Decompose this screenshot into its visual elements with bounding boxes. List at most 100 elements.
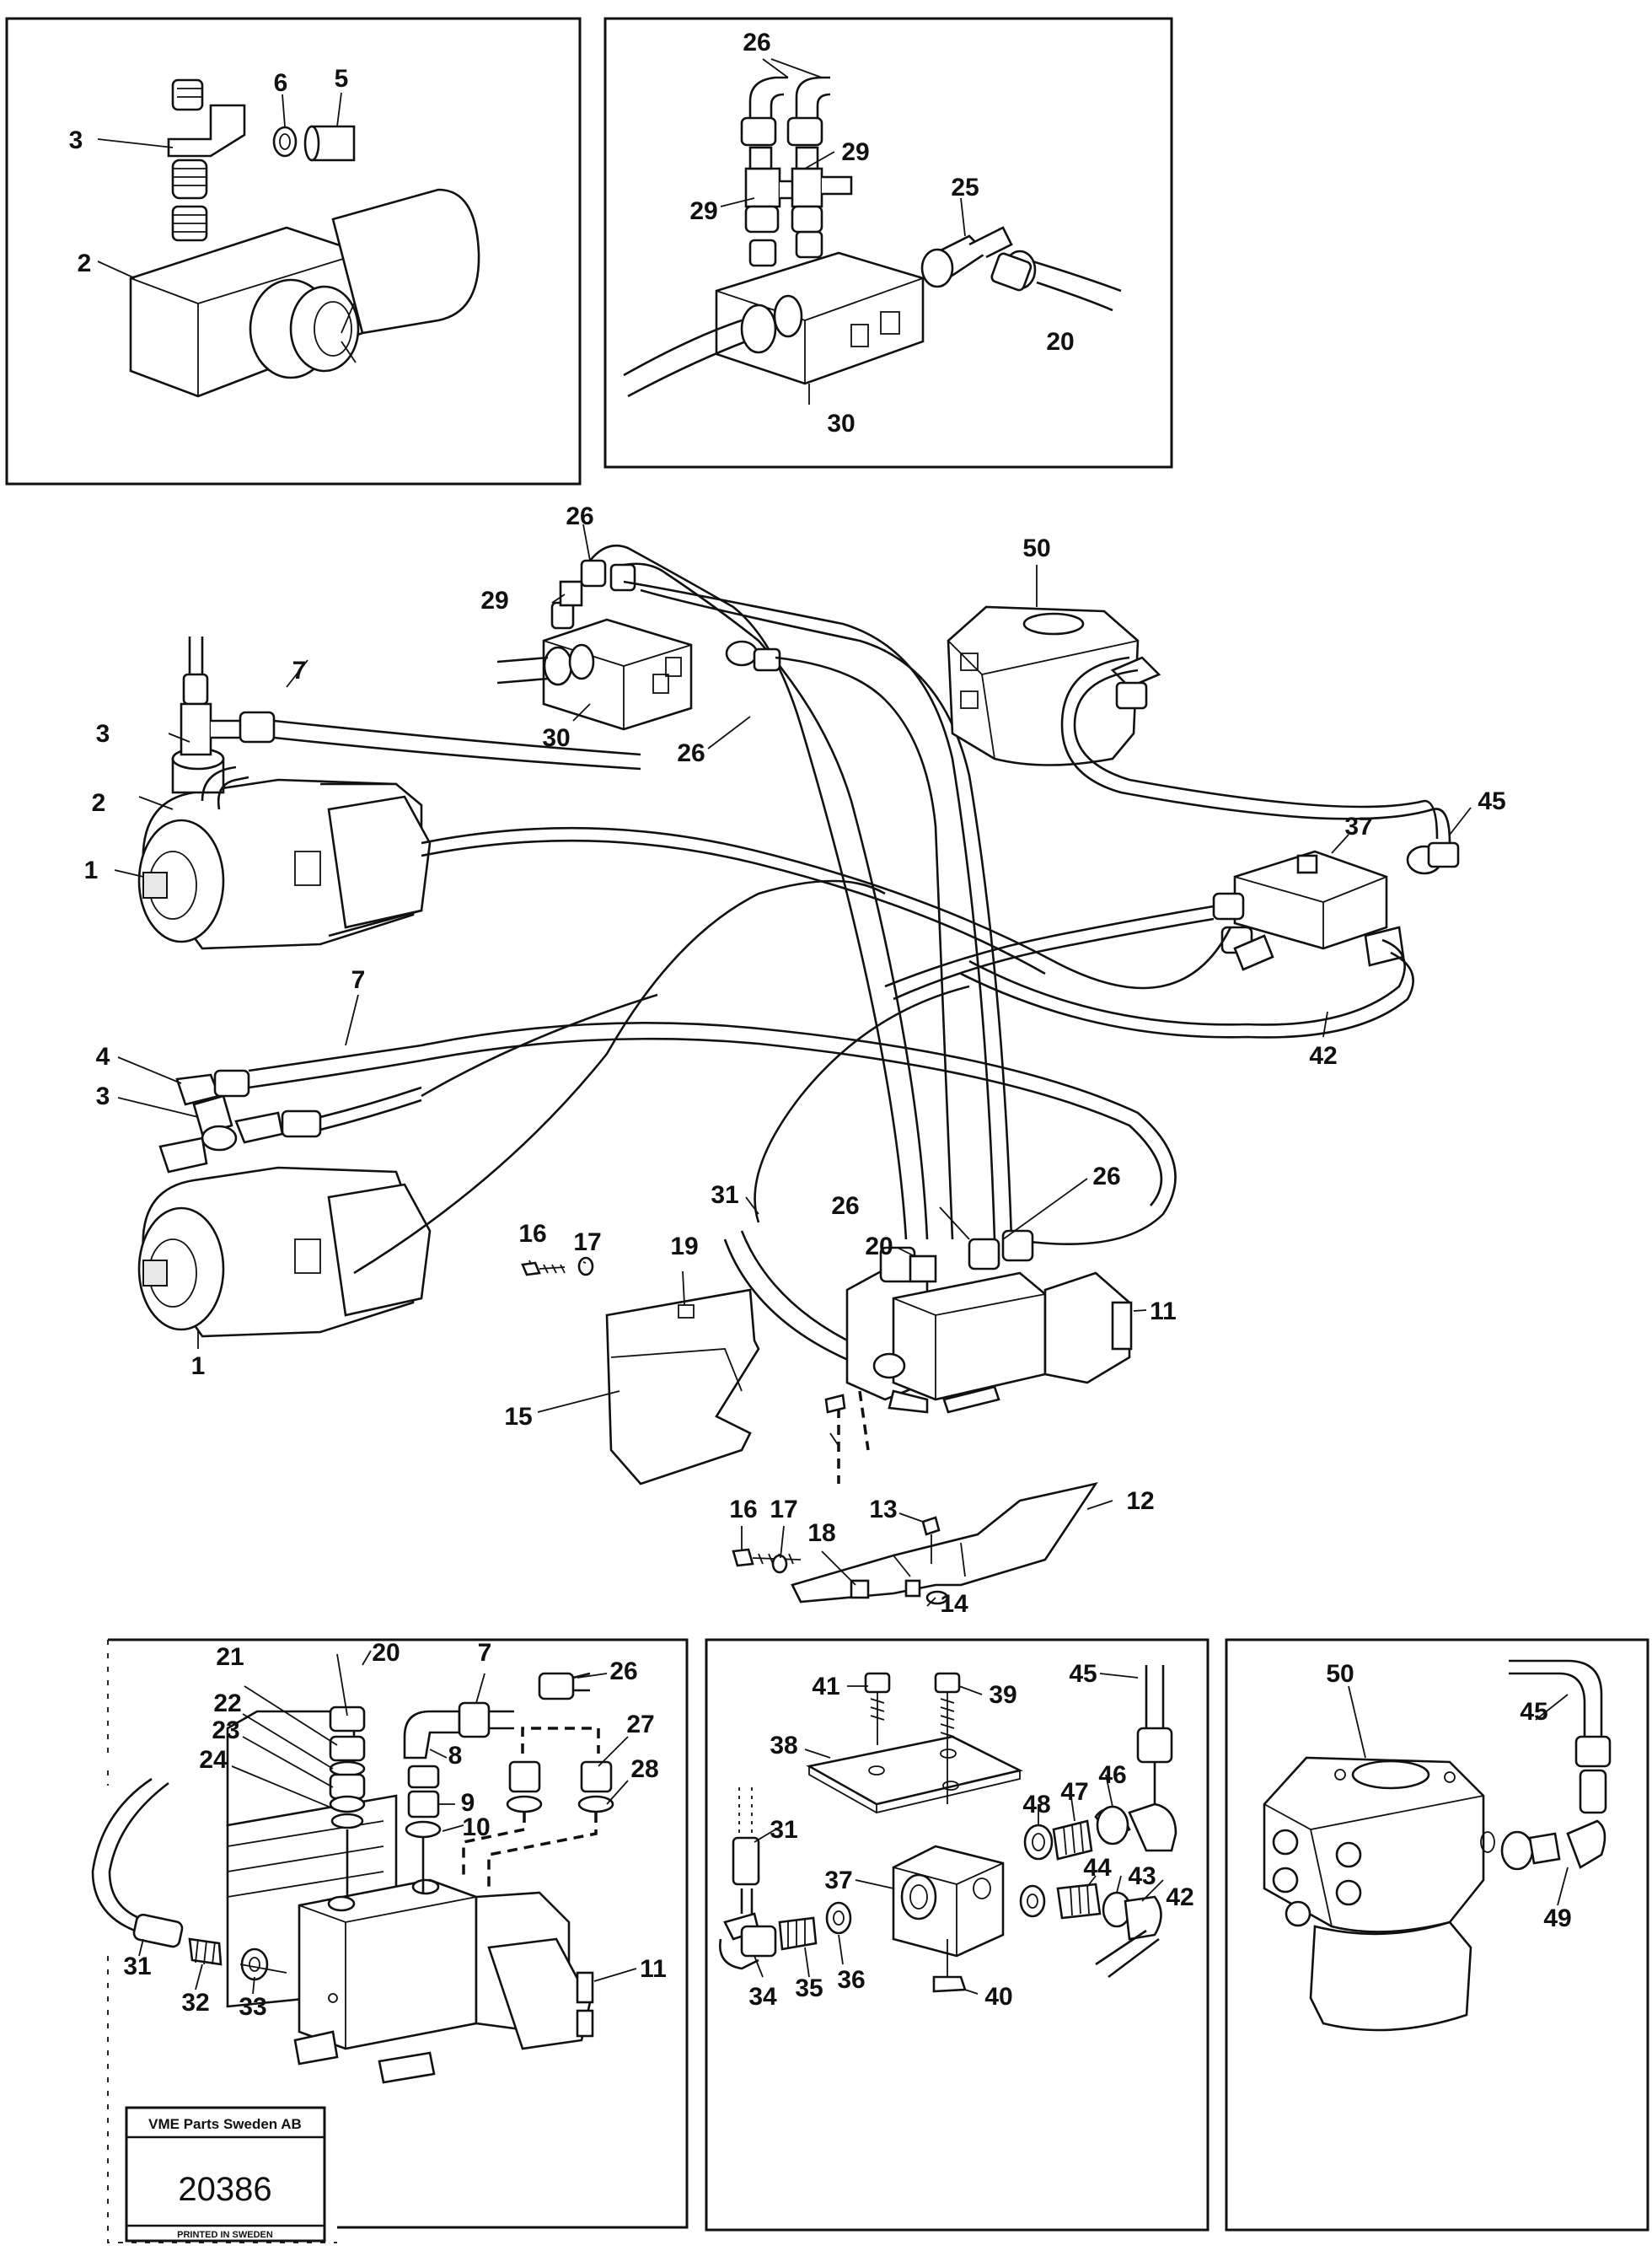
label-26-bl: 26 [609,1657,637,1685]
tee-lower-and-hose [158,1044,422,1174]
label-47: 47 [1060,1778,1088,1806]
label-33: 33 [239,1993,266,2021]
label-49: 49 [1543,1904,1571,1932]
label-48: 48 [1022,1791,1050,1818]
label-26-main-mid: 26 [677,739,705,767]
long-hoses [353,826,1232,1376]
detail-frame-top-left [5,17,582,486]
label-50-br: 50 [1326,1660,1354,1688]
label-1-upper: 1 [84,857,99,884]
bracket-12 [732,1482,1098,1605]
title-block: VME Parts Sweden AB 20386 PRINTED IN SWE… [125,2106,326,2243]
label-30-main: 30 [542,724,570,752]
label-23: 23 [212,1716,239,1744]
label-7-lower: 7 [351,966,366,994]
label-42-main: 42 [1309,1042,1337,1070]
steering-unit-50-main [947,605,1451,844]
label-22: 22 [213,1690,241,1717]
label-30-topright: 30 [827,410,855,438]
label-20-main: 20 [865,1233,893,1260]
leader-lines-bottom-middle [754,1673,1164,1995]
label-13: 13 [869,1496,897,1523]
label-45-main: 45 [1478,787,1505,815]
label-29-b: 29 [689,197,717,225]
detail-steering-unit-50 [1263,1659,1612,2032]
label-38: 38 [770,1732,797,1759]
label-29-a: 29 [841,138,869,166]
detail-control-valve-11 [91,1672,614,2084]
leader-lines-top-right [720,58,966,405]
label-45-br: 45 [1520,1698,1547,1726]
leader-lines-bottom-left [138,1650,637,1995]
label-29-main: 29 [480,587,508,615]
detail-valve-block-1 [129,78,480,398]
detail-frame-bottom-middle [705,1638,1210,2232]
drawing-number: 20386 [178,2171,271,2208]
valve-block-30-main [496,544,1013,1240]
label-36: 36 [837,1966,865,1994]
leader-lines-top-left [97,92,342,279]
label-11-bl: 11 [640,1955,667,1983]
label-40: 40 [984,1983,1012,2011]
label-24: 24 [199,1746,228,1774]
label-21: 21 [216,1643,244,1671]
label-50-main: 50 [1022,535,1050,562]
label-27: 27 [626,1711,654,1738]
label-9: 9 [461,1789,475,1817]
label-5: 5 [335,65,349,93]
label-35: 35 [795,1974,823,2002]
label-7-bl: 7 [478,1639,492,1667]
label-32: 32 [181,1989,209,2017]
tee-upper-and-hose [180,637,641,810]
label-19: 19 [670,1233,698,1260]
label-15: 15 [504,1403,532,1431]
detail-frame-bottom-right [1225,1638,1649,2232]
label-3-upper: 3 [96,720,110,748]
label-42-bm: 42 [1166,1883,1193,1911]
label-45-bm: 45 [1069,1660,1097,1688]
label-3-lower: 3 [96,1082,110,1110]
label-28: 28 [630,1755,658,1783]
detail-valve-block-30 [623,76,1122,398]
leader-lines-main [114,524,1472,1607]
control-valve-11-main [824,1229,1133,1484]
label-26-topright: 26 [743,29,770,56]
label-14: 14 [940,1590,968,1618]
pump-upper [137,747,432,950]
label-16-lower: 16 [729,1496,757,1523]
detail-valve-block-37 [718,1665,1177,1993]
detail-frame-top-right [603,17,1173,469]
label-26-main-right: 26 [1092,1163,1120,1190]
label-25: 25 [951,174,979,201]
detail-frame-bottom-left [108,1638,689,2229]
leader-lines-bottom-right [1348,1685,1569,1906]
label-12: 12 [1126,1487,1154,1515]
label-44: 44 [1083,1854,1112,1882]
plate-15 [521,1256,760,1485]
label-34: 34 [748,1983,777,2011]
label-2-topleft: 2 [78,250,92,277]
pump-lower [137,1166,432,1338]
title-block-company: VME Parts Sweden AB [148,2116,302,2132]
label-1-lower: 1 [191,1352,206,1380]
label-17-lower: 17 [770,1496,797,1523]
label-31-main: 31 [711,1181,738,1209]
label-20-bl: 20 [372,1639,400,1667]
label-31-bl: 31 [123,1953,151,1980]
label-26-main-left: 26 [831,1192,859,1220]
valve-block-37-main [884,841,1460,1039]
label-3-topleft: 3 [69,126,83,154]
label-11-main: 11 [1150,1297,1177,1325]
label-46: 46 [1098,1761,1126,1789]
label-7-upper: 7 [292,657,307,685]
label-37-bm: 37 [824,1867,852,1894]
label-43: 43 [1128,1862,1156,1890]
label-17-upper: 17 [573,1228,601,1256]
label-39: 39 [989,1681,1016,1709]
label-37-main: 37 [1344,813,1372,841]
detail-frame-bottom-left-dashed [107,1640,337,2243]
label-41: 41 [812,1673,839,1700]
label-26-main-top: 26 [566,502,593,530]
label-4: 4 [96,1043,110,1071]
